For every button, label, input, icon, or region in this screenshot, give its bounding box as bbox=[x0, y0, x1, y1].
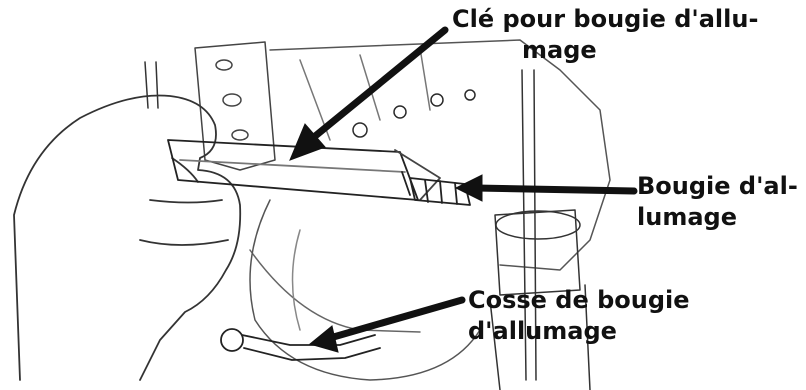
label-spark-plug-boot-line1: Cosse de bougie bbox=[468, 285, 690, 316]
label-spark-plug-line2: lumage bbox=[637, 202, 798, 233]
arrow-boot bbox=[330, 300, 462, 338]
label-spark-plug-wrench-line2: mage bbox=[452, 35, 758, 66]
engine-bracket bbox=[195, 42, 275, 170]
label-spark-plug-wrench: Clé pour bougie d'allu- mage bbox=[452, 4, 758, 66]
label-spark-plug-boot-line2: d'allumage bbox=[468, 316, 690, 347]
hand bbox=[14, 95, 240, 380]
label-spark-plug-boot: Cosse de bougie d'allumage bbox=[468, 285, 690, 347]
arrow-spark-plug bbox=[476, 188, 634, 191]
label-spark-plug-line1: Bougie d'al- bbox=[637, 171, 798, 202]
label-spark-plug: Bougie d'al- lumage bbox=[637, 171, 798, 233]
label-spark-plug-wrench-line1: Clé pour bougie d'allu- bbox=[452, 4, 758, 35]
